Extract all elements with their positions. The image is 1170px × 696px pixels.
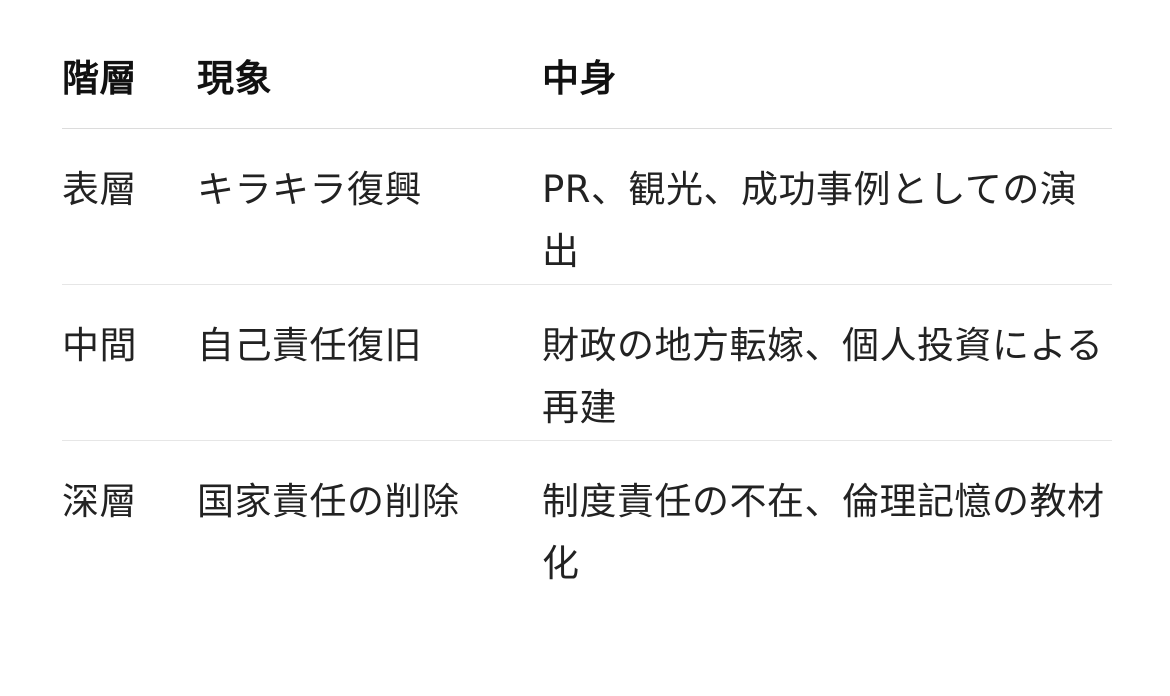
phenomenon-cell: 自己責任復旧 [197,324,422,367]
phenomenon-cell: 国家責任の削除 [197,480,460,523]
content-cell: 財政の地方転嫁、個人投資による再建 [542,324,1104,429]
table: 階層 現象 中身 表層 キラキラ復興 PR、観光、成功事例としての演出 中間 自… [62,30,1112,591]
column-header-phenomenon: 現象 [197,57,272,100]
content-cell: PR、観光、成功事例としての演出 [542,168,1078,273]
level-cell: 表層 [62,168,137,211]
phenomenon-cell: キラキラ復興 [197,168,422,211]
table-header-row: 階層 現象 中身 [62,30,1112,129]
table-row: 深層 国家責任の削除 制度責任の不在、倫理記憶の教材化 [62,441,1112,591]
column-header-level: 階層 [62,57,137,100]
column-header-content: 中身 [542,57,617,100]
table-row: 表層 キラキラ復興 PR、観光、成功事例としての演出 [62,129,1112,285]
level-cell: 深層 [62,480,137,523]
table-row: 中間 自己責任復旧 財政の地方転嫁、個人投資による再建 [62,285,1112,441]
content-cell: 制度責任の不在、倫理記憶の教材化 [542,480,1105,585]
level-cell: 中間 [62,324,137,367]
